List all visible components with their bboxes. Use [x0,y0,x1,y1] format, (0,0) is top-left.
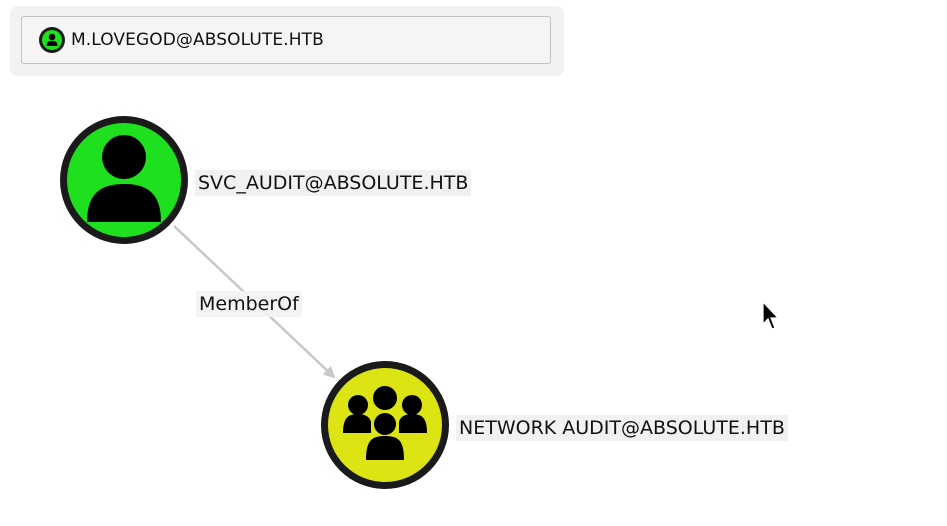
group-icon [343,386,427,460]
edge-label-memberof[interactable]: MemberOf [196,291,302,317]
search-panel: M.LOVEGOD@ABSOLUTE.HTB [10,6,564,76]
search-value: M.LOVEGOD@ABSOLUTE.HTB [71,30,324,50]
node-network-audit[interactable] [321,361,449,489]
user-icon [87,135,161,222]
mouse-cursor-icon [762,301,780,330]
node-svc-audit[interactable] [60,116,188,244]
node-label-network-audit: NETWORK AUDIT@ABSOLUTE.HTB [456,415,788,441]
user-icon [39,27,65,53]
node-label-svc-audit: SVC_AUDIT@ABSOLUTE.HTB [195,170,472,196]
search-input[interactable]: M.LOVEGOD@ABSOLUTE.HTB [21,16,551,64]
